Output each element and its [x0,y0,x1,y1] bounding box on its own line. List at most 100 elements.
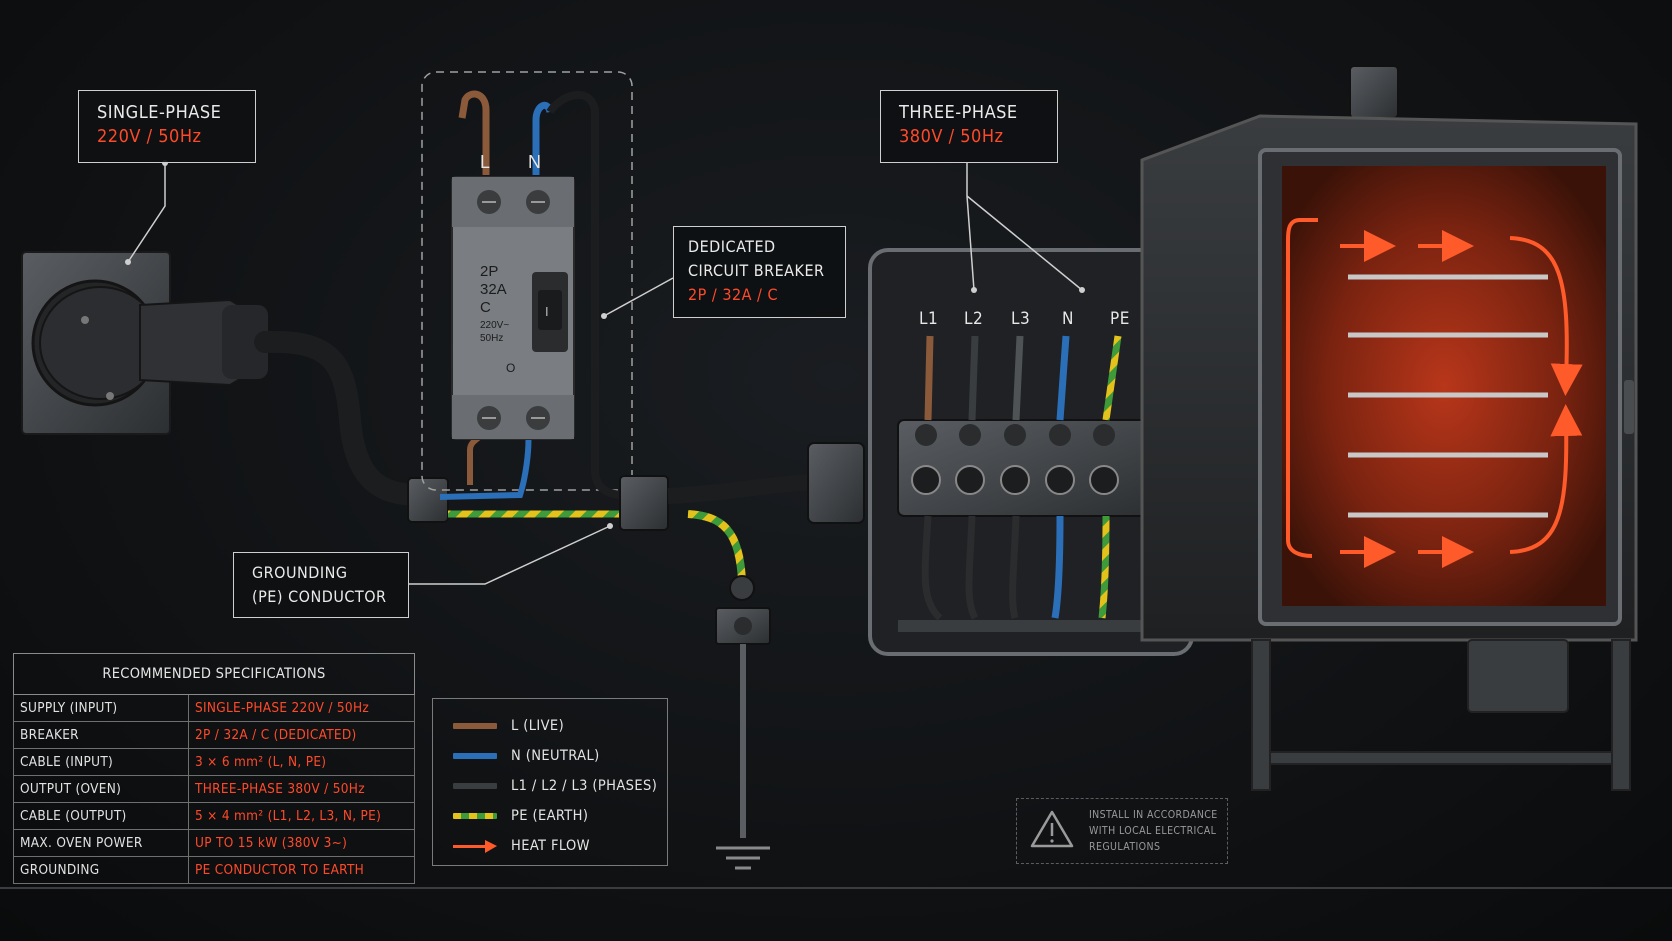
breaker-switch-on: I [545,304,549,319]
spec-value: THREE-PHASE 380V / 50Hz [188,775,415,803]
legend-item-phases: L1 / L2 / L3 (PHASES) [453,771,667,801]
breaker-rating-voltage: 220V~ [480,320,509,331]
spec-key: SUPPLY (INPUT) [13,694,189,722]
breaker-enclosure [421,71,633,491]
legend-item-neutral: N (NEUTRAL) [453,741,667,771]
spec-value: PE CONDUCTOR TO EARTH [188,856,415,884]
breaker-callout: DEDICATED CIRCUIT BREAKER 2P / 32A / C [673,226,846,318]
breaker-terminal-l: L [480,152,490,172]
cable-gland-left [407,477,449,523]
breaker-callout-line1: DEDICATED [688,237,776,256]
three-phase-callout: THREE-PHASE 380V / 50Hz [880,90,1058,163]
legend-label: N (NEUTRAL) [511,748,600,764]
input-cable [254,330,431,506]
notice-line1: INSTALL IN ACCORDANCE [1089,809,1218,821]
notice-line3: REGULATIONS [1089,841,1161,853]
earth-wire-swatch [453,813,497,819]
wire-pe [1102,335,1122,421]
breaker-terminal-n: N [528,152,541,172]
oven-chamber [1282,166,1606,606]
legend-label: PE (EARTH) [511,808,589,824]
wire-l1 [924,335,934,421]
spec-value: 2P / 32A / C (DEDICATED) [188,721,415,749]
spec-key: CABLE (OUTPUT) [13,802,189,830]
three-phase-title: THREE-PHASE [899,102,1018,123]
legend-item-heat: HEAT FLOW [453,831,667,861]
earth-symbol-icon [716,846,770,870]
terminal-label-l1: L1 [919,309,939,329]
breaker-callout-value: 2P / 32A / C [688,285,779,304]
oven [1140,65,1638,791]
breaker-rating-32a: 32A [480,281,507,298]
spec-key: BREAKER [13,721,189,749]
ground-clamp-screw [729,575,755,601]
heat-flow-right-down [1509,236,1583,396]
terminal-label-l2: L2 [964,309,984,329]
output-cable [667,474,813,504]
circuit-breaker: L N 2P 32A C 220V~ 50Hz I O [451,152,575,440]
single-phase-title: SINGLE-PHASE [97,102,222,123]
spec-key: CABLE (INPUT) [13,748,189,776]
warning-icon [1030,810,1074,848]
oven-stand [1251,639,1631,791]
spec-value: 5 × 4 mm² (L1, L2, L3, N, PE) [188,802,415,830]
table-row: CABLE (INPUT)3 × 6 mm² (L, N, PE) [13,748,415,776]
grounding-callout-line2: (PE) CONDUCTOR [252,587,387,606]
leader-lines [127,163,1083,585]
earth-wire-ground [687,510,746,583]
notice-text: INSTALL IN ACCORDANCE WITH LOCAL ELECTRI… [1089,807,1218,855]
neutral-wire-bottom [439,429,532,500]
three-phase-value: 380V / 50Hz [899,126,1004,147]
out-wire-5 [1098,515,1110,619]
spec-value: SINGLE-PHASE 220V / 50Hz [188,694,415,722]
return-cable [546,90,626,499]
wire-n [1056,335,1070,421]
spec-key: GROUNDING [13,856,189,884]
single-phase-callout: SINGLE-PHASE 220V / 50Hz [78,90,256,163]
specifications-title: RECOMMENDED SPECIFICATIONS [13,653,415,695]
out-wire-4 [1051,515,1064,619]
grounding-callout-line1: GROUNDING [252,563,348,582]
legend-item-live: L (LIVE) [453,711,667,741]
breaker-switch-off: O [506,361,515,375]
terminal-label-l3: L3 [1011,309,1031,329]
heat-arrow-icon [453,840,497,853]
out-wire-2 [965,515,979,620]
heat-flow-right-up [1509,404,1583,554]
terminal-label-pe: PE [1110,309,1130,329]
breaker-rating-freq: 50Hz [480,333,503,344]
legend: L (LIVE) N (NEUTRAL) L1 / L2 / L3 (PHASE… [432,698,668,866]
notice-line2: WITH LOCAL ELECTRICAL [1089,825,1217,837]
breaker-callout-line2: CIRCUIT BREAKER [688,261,825,280]
neutral-wire-swatch [453,753,497,759]
legend-label: HEAT FLOW [511,838,590,854]
plug [39,286,268,400]
live-wire-swatch [453,723,497,729]
specifications-table: RECOMMENDED SPECIFICATIONS SUPPLY (INPUT… [13,653,415,884]
spec-key: OUTPUT (OVEN) [13,775,189,803]
table-row: CABLE (OUTPUT)5 × 4 mm² (L1, L2, L3, N, … [13,802,415,830]
terminal-label-n: N [1062,309,1074,329]
wire-l2 [968,335,979,421]
install-notice: INSTALL IN ACCORDANCE WITH LOCAL ELECTRI… [1016,798,1228,864]
oven-handle [1624,380,1634,434]
out-wire-1 [921,515,943,621]
heating-element-left [1286,218,1318,558]
spec-key: MAX. OVEN POWER [13,829,189,857]
cable-gland-right [807,442,865,524]
cable-gland-center [619,475,669,531]
phase-wire-swatch [453,783,497,789]
wire-l3 [1012,335,1024,421]
oven-chimney [1349,65,1399,119]
oven-racks [1348,274,1548,518]
legend-item-earth: PE (EARTH) [453,801,667,831]
spec-value: 3 × 6 mm² (L, N, PE) [188,748,415,776]
breaker-rating-2p: 2P [480,263,498,280]
spec-value: UP TO 15 kW (380V 3~) [188,829,415,857]
grounding-callout: GROUNDING (PE) CONDUCTOR [233,552,409,618]
out-wire-3 [1009,515,1020,619]
